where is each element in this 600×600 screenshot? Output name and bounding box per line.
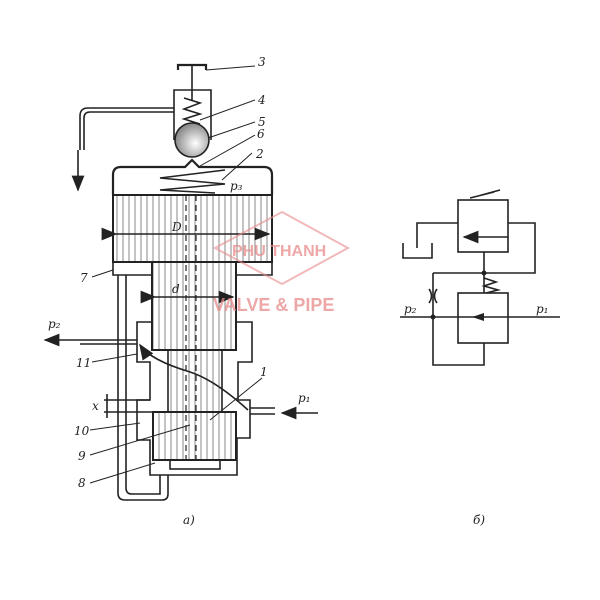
label-b-p1: p₁ xyxy=(536,302,549,316)
valve-stem xyxy=(167,349,223,413)
label-9: 9 xyxy=(78,449,86,463)
watermark-line2: VALVE & PIPE xyxy=(213,295,334,315)
flow-path xyxy=(139,343,249,411)
tank-symbol xyxy=(402,243,433,259)
pilot-ball xyxy=(174,122,210,158)
throttle-symbol xyxy=(428,288,438,304)
label-6: 6 xyxy=(257,127,265,141)
label-p1: p₁ xyxy=(298,391,311,405)
caption-a: a) xyxy=(183,513,195,527)
watermark-line1: PHU THANH xyxy=(232,243,326,260)
feedback-channel xyxy=(117,275,169,501)
figure-b-hydraulic-symbol: p₂ p₁ б) xyxy=(400,189,560,527)
main-spring-symbol xyxy=(481,277,502,294)
spring-chamber xyxy=(111,158,274,195)
label-1: 1 xyxy=(260,365,268,379)
valve-spool xyxy=(152,411,237,461)
figure-a-pressure-reducing-valve: 3 4 5 6 2 p₃ D 7 d p₂ 11 x 10 9 8 1 p₁ a… xyxy=(43,55,318,527)
drain-line xyxy=(416,222,458,248)
label-p3: p₃ xyxy=(230,179,243,193)
label-p2: p₂ xyxy=(48,317,61,331)
feedback-line xyxy=(432,317,485,366)
label-5: 5 xyxy=(258,115,266,129)
inlet-port-p1 xyxy=(250,407,275,415)
main-spring xyxy=(159,169,226,194)
watermark-logo: PHU THANH VALVE & PIPE xyxy=(212,210,351,315)
leader-lines xyxy=(89,65,263,484)
housing-shoulder xyxy=(112,262,273,276)
junction-dot xyxy=(481,270,487,276)
label-x: x xyxy=(92,399,99,413)
valve-body xyxy=(136,321,253,476)
pilot-spring-symbol xyxy=(469,189,501,199)
label-D: D xyxy=(171,220,182,234)
label-4: 4 xyxy=(257,93,266,107)
spool-end xyxy=(169,459,221,470)
adjusting-screw-handle xyxy=(176,63,208,100)
pilot-spring xyxy=(181,97,203,125)
caption-b: б) xyxy=(473,513,485,527)
label-3: 3 xyxy=(258,55,266,69)
label-11: 11 xyxy=(76,356,91,370)
label-d: d xyxy=(172,282,180,296)
small-piston xyxy=(151,261,237,351)
drain-pipe xyxy=(79,107,174,150)
label-10: 10 xyxy=(74,424,90,438)
label-b-p2: p₂ xyxy=(404,302,417,316)
dimension-x xyxy=(104,394,153,418)
label-7: 7 xyxy=(80,271,88,285)
flow-arrow xyxy=(472,313,484,321)
main-valve-symbol xyxy=(457,292,509,344)
pilot-valve-symbol xyxy=(457,199,509,253)
label-8: 8 xyxy=(78,476,86,490)
label-2: 2 xyxy=(255,147,264,161)
pilot-housing xyxy=(173,89,212,140)
